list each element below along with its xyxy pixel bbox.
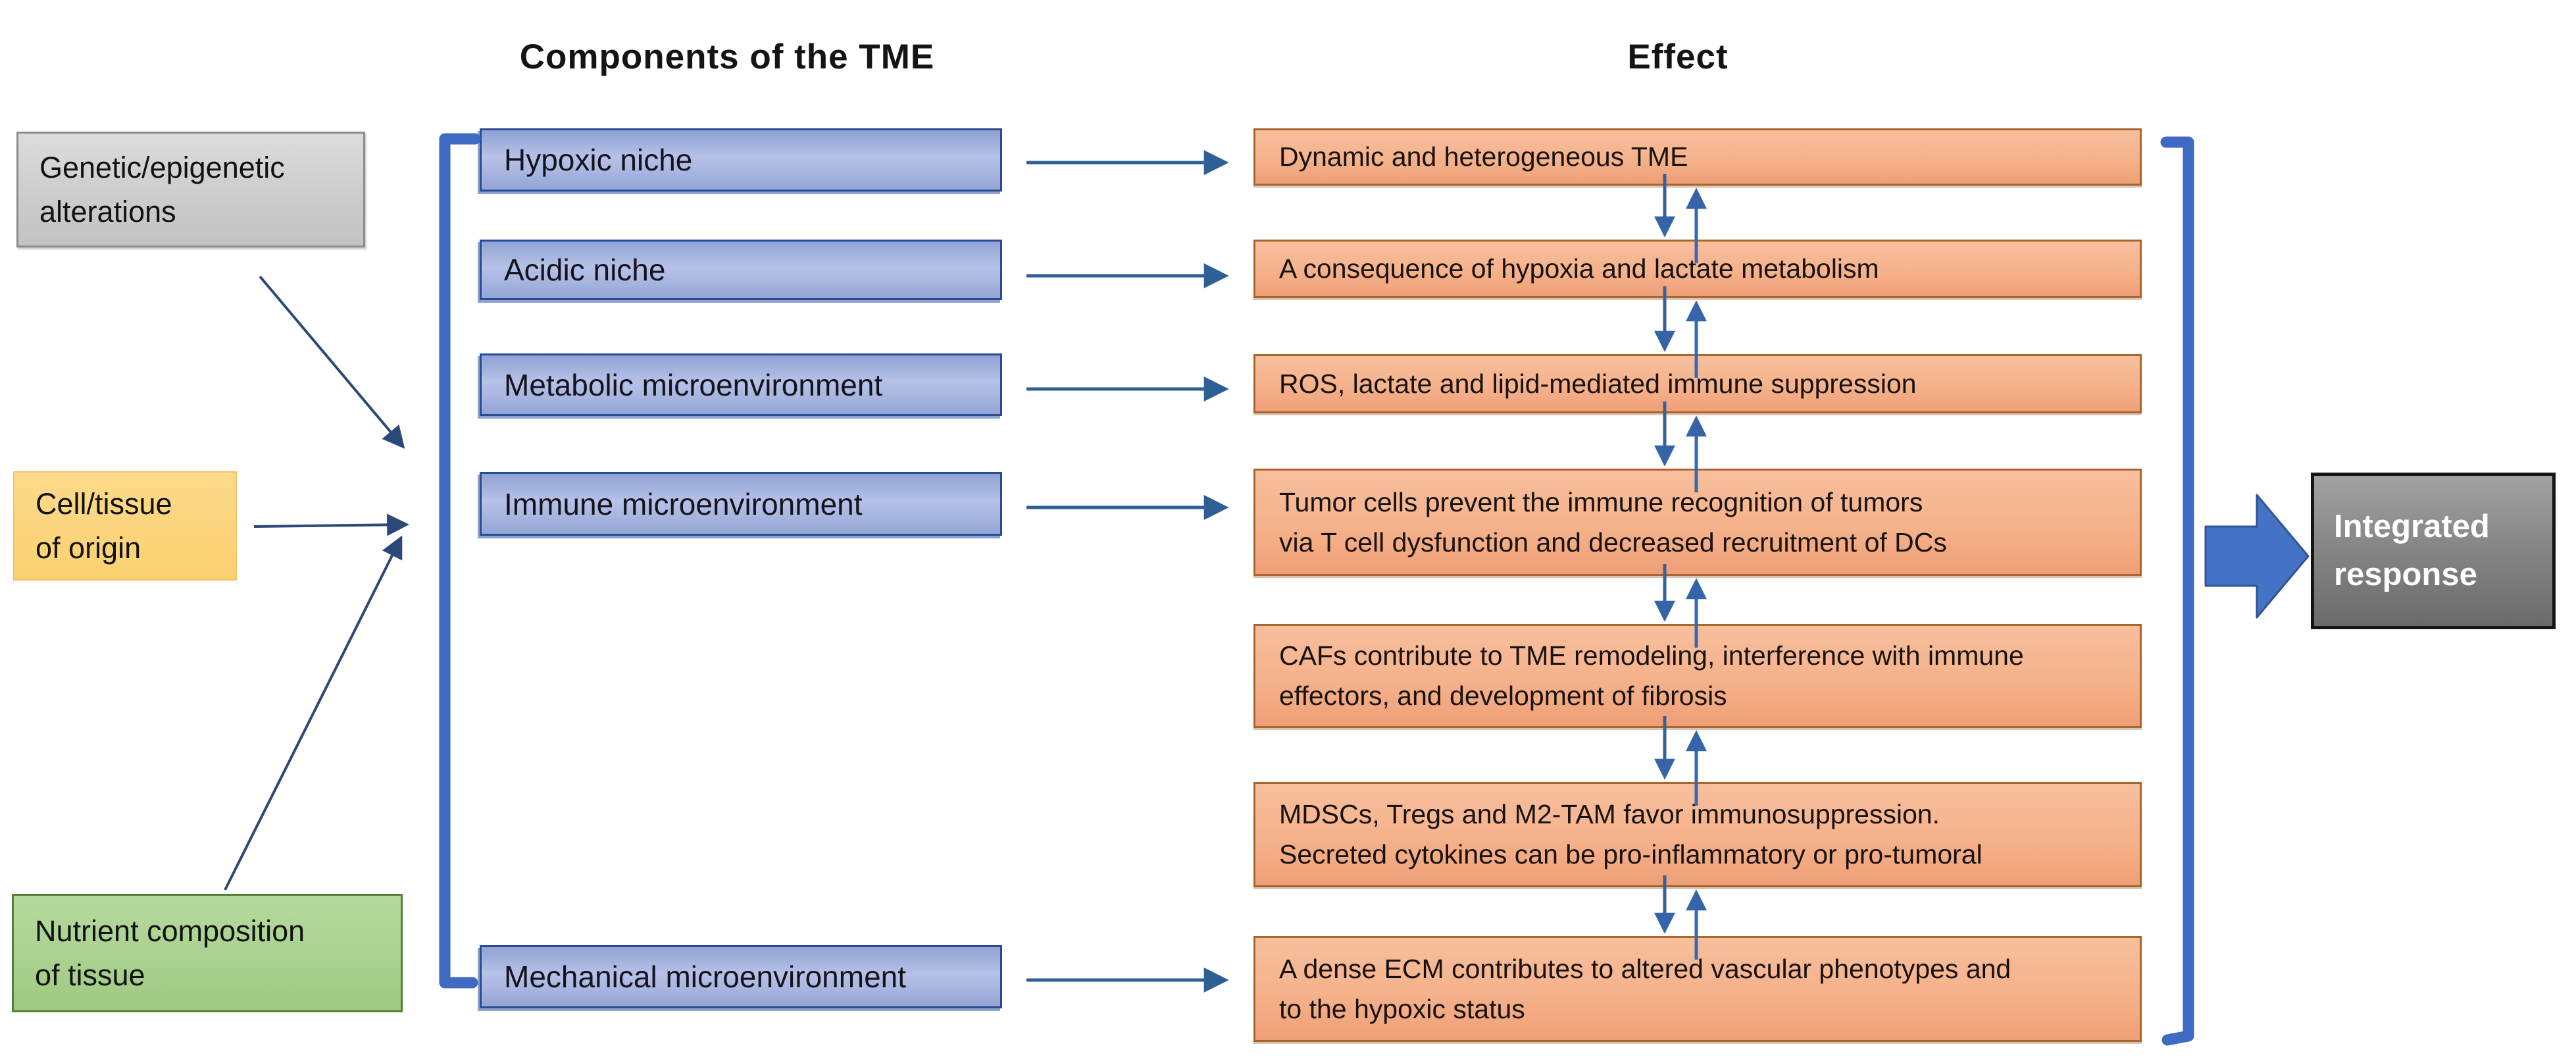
input-box-cell-tissue-origin: Cell/tissue of origin (13, 471, 237, 581)
arrow-genetic-to-components (259, 275, 405, 449)
effect-box-cafs-remodeling: CAFs contribute to TME remodeling, inter… (1253, 624, 2142, 728)
component-box-metabolic-microenvironment-label: Metabolic microenvironment (504, 367, 883, 402)
output-box-integrated-response-label: Integrated response (2334, 508, 2490, 593)
effect-box-dense-ecm-text: A dense ECM contributes to altered vascu… (1279, 953, 2011, 1024)
effect-box-mdscs-immunosuppression: MDSCs, Tregs and M2-TAM favor immunosupp… (1253, 782, 2142, 887)
component-box-immune-microenvironment: Immune microenvironment (480, 472, 1002, 536)
component-box-immune-microenvironment-label: Immune microenvironment (504, 486, 863, 521)
effect-box-cafs-remodeling-text: CAFs contribute to TME remodeling, inter… (1279, 640, 2024, 711)
component-box-mechanical-microenvironment: Mechanical microenvironment (480, 945, 1002, 1008)
component-box-acidic-niche-label: Acidic niche (504, 253, 666, 287)
effect-box-dense-ecm: A dense ECM contributes to altered vascu… (1253, 936, 2142, 1042)
input-box-genetic-epigenetic: Genetic/epigenetic alterations (16, 132, 365, 247)
input-box-nutrient-composition-label: Nutrient composition of tissue (35, 914, 305, 993)
effect-box-dynamic-heterogeneous-tme: Dynamic and heterogeneous TME (1253, 128, 2142, 186)
effect-box-dynamic-heterogeneous-tme-text: Dynamic and heterogeneous TME (1279, 142, 1688, 172)
effect-box-mdscs-immunosuppression-text: MDSCs, Tregs and M2-TAM favor immunosupp… (1279, 799, 1983, 869)
effect-box-tumor-immune-recognition: Tumor cells prevent the immune recogniti… (1253, 469, 2142, 576)
effect-box-hypoxia-lactate: A consequence of hypoxia and lactate met… (1253, 240, 2142, 298)
component-box-hypoxic-niche: Hypoxic niche (480, 128, 1002, 192)
output-box-integrated-response: Integrated response (2311, 473, 2556, 629)
column-title-effect: Effect (1627, 38, 1729, 76)
component-box-mechanical-microenvironment-label: Mechanical microenvironment (504, 960, 907, 994)
arrow-nutrient-to-components (224, 535, 403, 891)
effect-box-tumor-immune-recognition-text: Tumor cells prevent the immune recogniti… (1279, 486, 1947, 557)
input-box-nutrient-composition: Nutrient composition of tissue (12, 894, 403, 1012)
input-box-genetic-epigenetic-label: Genetic/epigenetic alterations (39, 150, 285, 229)
big-arrow-to-integrated-response (2204, 494, 2310, 619)
component-box-hypoxic-niche-label: Hypoxic niche (504, 143, 693, 177)
component-box-acidic-niche: Acidic niche (480, 240, 1002, 300)
effect-box-hypoxia-lactate-text: A consequence of hypoxia and lactate met… (1279, 253, 1879, 284)
effect-box-ros-immune-suppression-text: ROS, lactate and lipid-mediated immune s… (1279, 368, 1917, 399)
components-bracket-left (439, 133, 481, 989)
arrow-celltissue-to-components (253, 513, 410, 536)
component-box-metabolic-microenvironment: Metabolic microenvironment (480, 353, 1002, 416)
column-title-components: Components of the TME (519, 38, 935, 76)
input-box-cell-tissue-origin-label: Cell/tissue of origin (36, 486, 172, 565)
effects-bracket-right (2160, 136, 2194, 1046)
effect-box-ros-immune-suppression: ROS, lactate and lipid-mediated immune s… (1253, 354, 2142, 413)
